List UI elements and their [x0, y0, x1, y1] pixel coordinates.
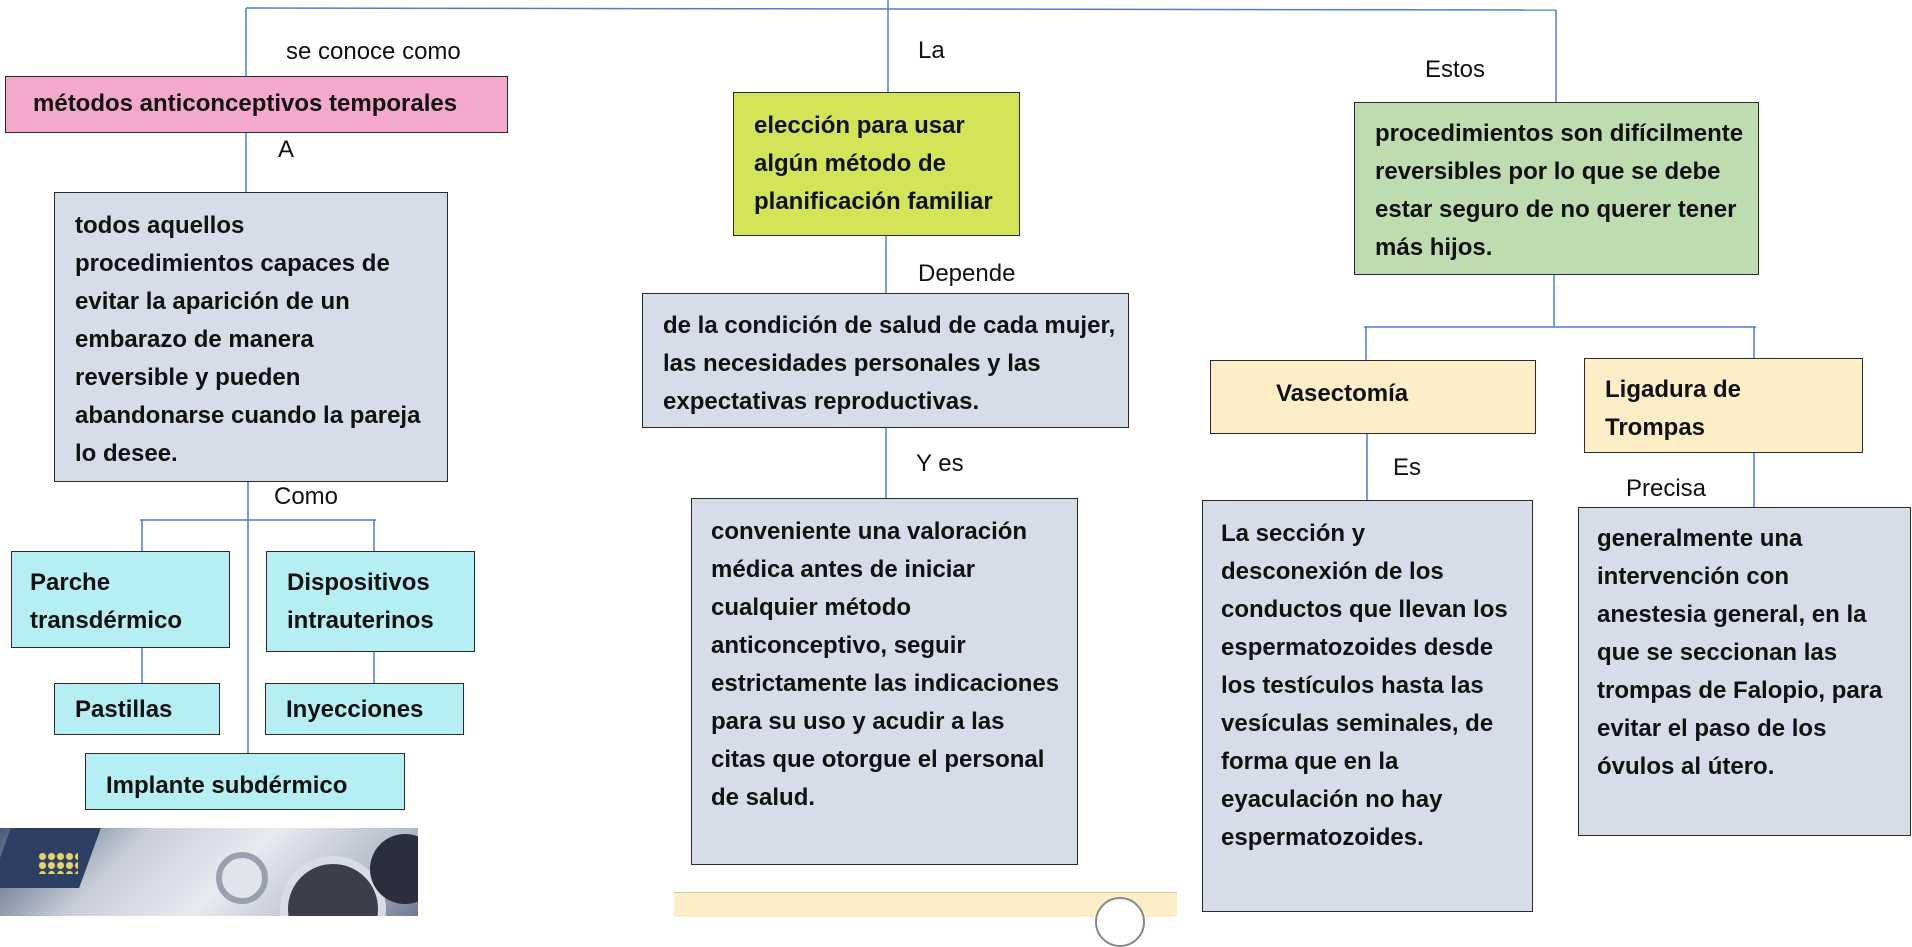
node-pastillas: Pastillas — [54, 683, 220, 735]
node-ligadura: Ligadura de Trompas — [1584, 358, 1863, 453]
clock-icon — [1095, 897, 1145, 947]
label-y-es: Y es — [916, 450, 964, 477]
node-parche: Parche transdérmico — [11, 551, 230, 648]
node-temporales: métodos anticonceptivos temporales — [5, 76, 508, 133]
node-condicion: de la condición de salud de cada mujer, … — [642, 293, 1129, 428]
node-conveniente: conveniente una valoración médica antes … — [691, 498, 1078, 865]
label-precisa: Precisa — [1626, 475, 1707, 502]
node-implante: Implante subdérmico — [85, 753, 405, 810]
contraceptives-photo — [0, 828, 418, 916]
top-bar — [245, 7, 1557, 11]
node-ligadura-def: generalmente una intervención con aneste… — [1578, 507, 1911, 836]
label-como: Como — [274, 483, 339, 510]
node-eleccion: elección para usar algún método de plani… — [733, 92, 1020, 236]
node-dispositivos: Dispositivos intrauterinos — [266, 551, 475, 652]
dark-dispenser-image — [370, 834, 418, 904]
label-se-conoce-como: se conoce como — [286, 38, 461, 65]
connector-lines — [140, 0, 1756, 810]
label-depende: Depende — [918, 260, 1016, 287]
node-vasectomia: Vasectomía — [1210, 360, 1536, 434]
label-la: La — [918, 37, 945, 64]
node-inyecciones: Inyecciones — [265, 683, 464, 735]
pill-dots-image — [38, 852, 78, 874]
node-procedimientos: procedimientos son difícilmente reversib… — [1354, 102, 1759, 275]
ring-image — [216, 852, 268, 904]
node-definicion: todos aquellos procedimientos capaces de… — [54, 192, 448, 482]
label-es: Es — [1393, 454, 1422, 481]
label-estos: Estos — [1425, 56, 1486, 83]
bottom-image-card — [674, 892, 1177, 947]
label-a: A — [278, 136, 295, 163]
node-vasectomia-def: La sección y desconexión de los conducto… — [1202, 500, 1533, 912]
